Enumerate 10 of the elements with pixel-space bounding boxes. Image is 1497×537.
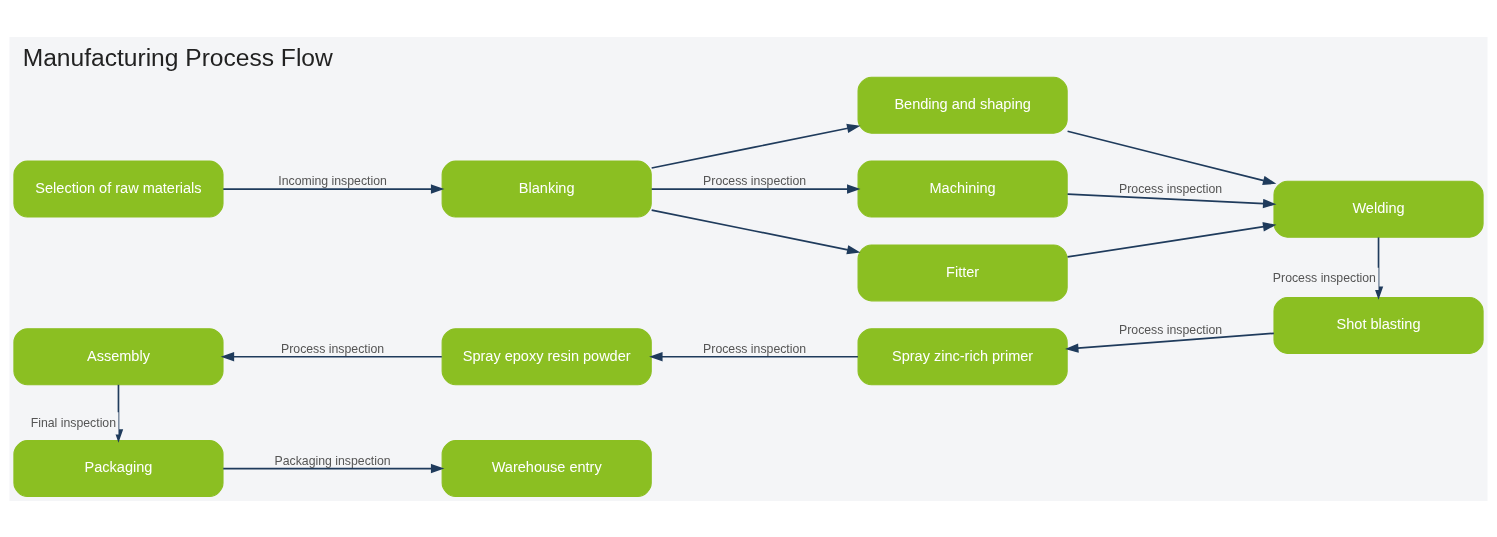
- edge-label: Process inspection: [1272, 270, 1376, 285]
- edge-label: Process inspection: [1119, 181, 1223, 196]
- diagram-title: Manufacturing Process Flow: [22, 43, 333, 71]
- edge-label: Process inspection: [703, 173, 807, 188]
- edge-label: Process inspection: [281, 341, 385, 356]
- edge-label: Final inspection: [30, 415, 117, 430]
- edge-label: Process inspection: [1119, 322, 1223, 337]
- edge-label: Process inspection: [703, 341, 807, 356]
- edge-label: Packaging inspection: [274, 453, 391, 468]
- edge-label: Incoming inspection: [278, 173, 387, 188]
